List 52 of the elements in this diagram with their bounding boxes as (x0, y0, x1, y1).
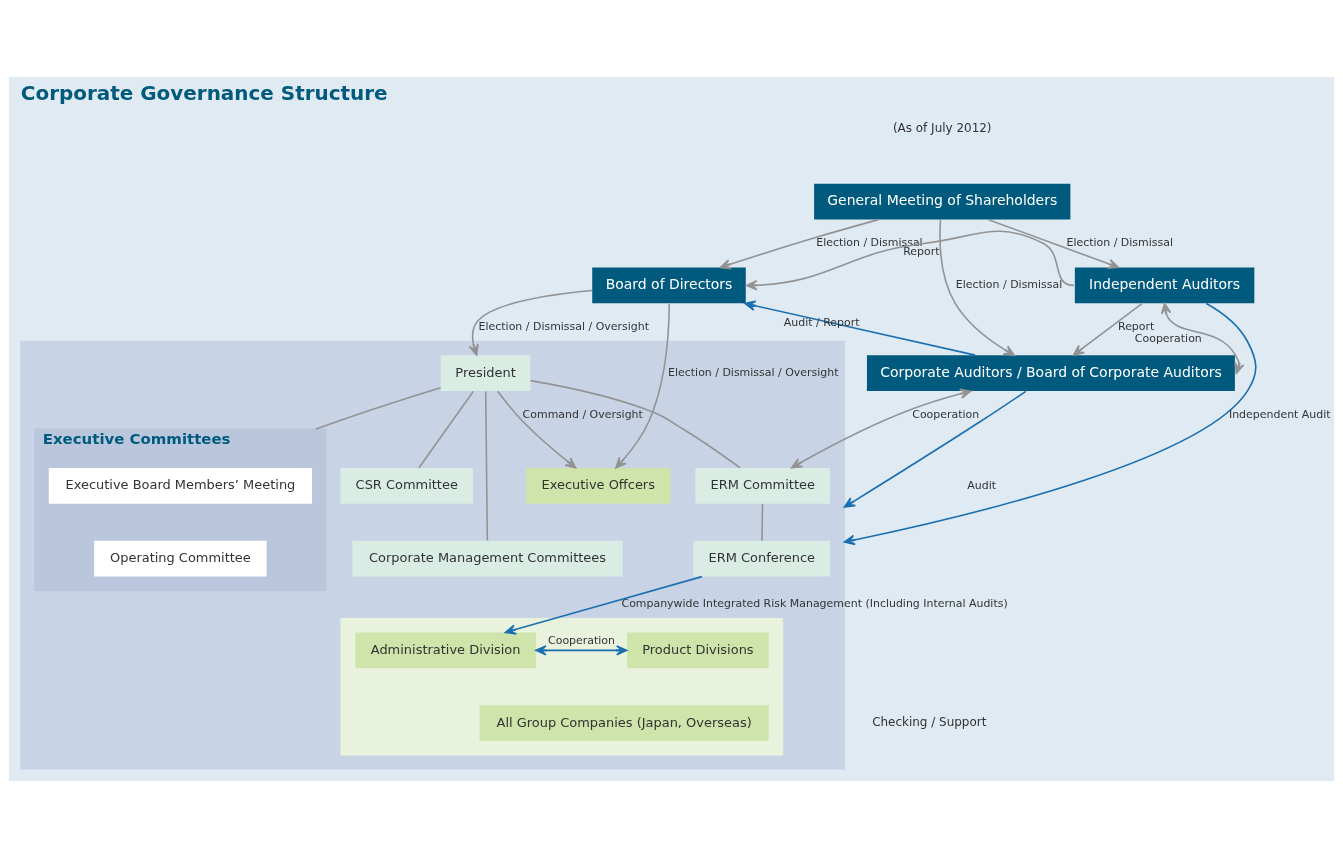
edge-label: Cooperation (548, 633, 615, 647)
edge-label: Election / Dismissal / Oversight (668, 365, 839, 379)
edge-label: Election / Dismissal (955, 277, 1063, 291)
edge-label: Election / Dismissal / Oversight (478, 319, 649, 333)
arrow (843, 302, 1257, 545)
arrow (1160, 302, 1245, 374)
edge-label: Independent Audit (1228, 407, 1331, 421)
arrow (535, 644, 628, 656)
connector (484, 390, 489, 541)
arrow (790, 388, 972, 469)
label: (As of July 2012) (892, 120, 992, 135)
edge-label: Companywide Integrated Risk Management (Including Internal Audits) (621, 596, 1008, 610)
arrow (843, 390, 1027, 508)
node-box: ERM Conference (693, 540, 831, 577)
node-box: Board of Directors (592, 266, 746, 303)
node-box: Corporate Auditors / Board of Corporate Auditors (866, 354, 1235, 391)
arrow (504, 575, 703, 635)
arrow (746, 230, 1075, 291)
edge-label: Cooperation (912, 407, 980, 421)
node-box: Operating Committee (94, 540, 267, 577)
connector (761, 502, 764, 541)
node-box: Independent Auditors (1074, 266, 1255, 303)
node-box: Executive Offcers (525, 467, 671, 504)
edge-label: Cooperation (1134, 331, 1202, 345)
arrow (615, 302, 671, 469)
edge-label: Report (1118, 319, 1155, 333)
arrow (1072, 302, 1143, 356)
node-box: Executive Board Members’ Meeting (48, 467, 312, 504)
node-box: ERM Committee (695, 467, 831, 504)
node-box: Corporate Management Committees (352, 540, 623, 577)
arrow (468, 289, 593, 356)
connector (529, 379, 741, 468)
node-box: Administrative Division (355, 631, 536, 668)
edge-label: Audit (967, 478, 996, 492)
node-box: All Group Companies (Japan, Overseas) (479, 704, 769, 741)
arrow (496, 390, 577, 469)
node-box: General Meeting of Shareholders (814, 183, 1071, 220)
cluster (340, 617, 784, 756)
node-box: CSR Committee (340, 467, 474, 504)
arrow (719, 218, 880, 269)
arrow (987, 218, 1120, 269)
connector (315, 386, 442, 430)
arrow (939, 218, 1015, 356)
node-box: President (440, 354, 531, 391)
label: Checking / Support (872, 714, 987, 729)
edge-label: Report (903, 244, 940, 258)
edge-label: Election / Dismissal (1066, 235, 1173, 249)
arrow (744, 299, 976, 356)
edge-label: Command / Oversight (522, 407, 643, 421)
node-box: Product Divisions (627, 631, 769, 668)
connector (418, 390, 475, 468)
diagram-title: Corporate Governance Structure (20, 80, 388, 105)
